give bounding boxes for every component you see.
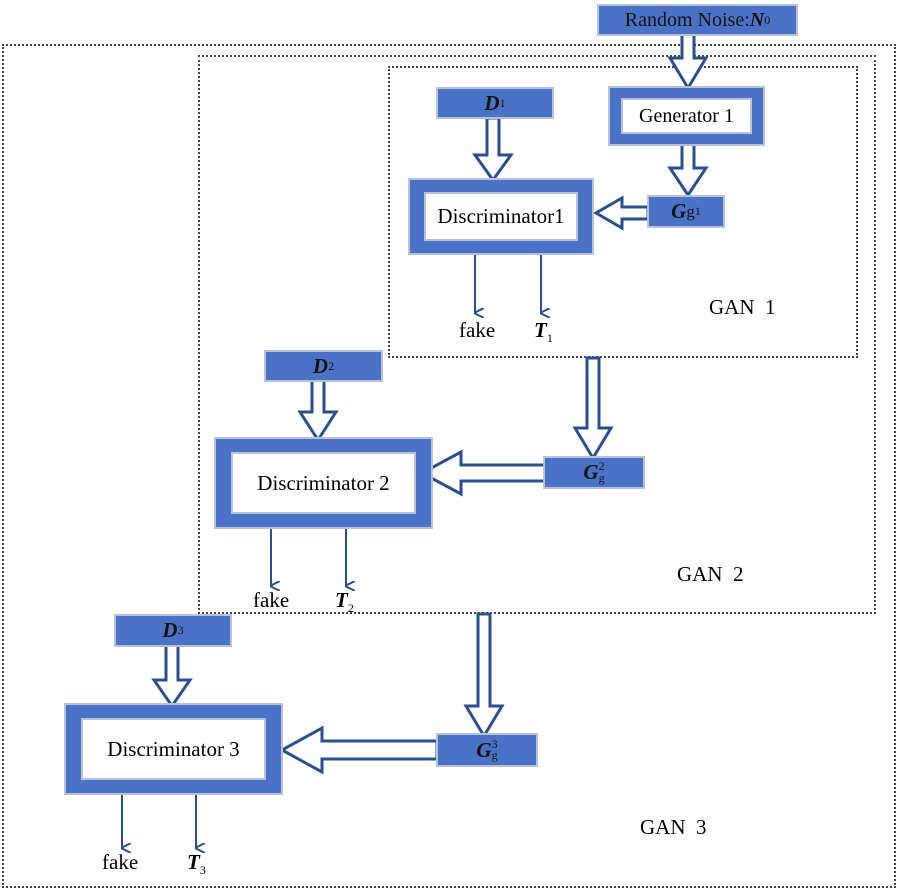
discriminator2-box: Discriminator 2 (214, 437, 433, 529)
discriminator1-label: Discriminator1 (437, 204, 565, 228)
generator1-label-box: Generator 1 (621, 98, 752, 134)
discriminator1-box: Discriminator1 (408, 178, 594, 255)
gan2-label: GAN 2 (677, 562, 744, 586)
noise-to-generator-arrow (667, 32, 709, 91)
discriminator1-label-box: Discriminator1 (424, 192, 578, 241)
disc1-fake-label: fake (459, 318, 496, 342)
discriminator2-label-box: Discriminator 2 (231, 452, 416, 514)
noise-symbol: N (749, 8, 765, 31)
random-noise-label: Random Noise: (624, 8, 750, 31)
gg2-to-discriminator2-arrow (418, 449, 547, 497)
d3-symbol: D (162, 618, 178, 642)
d1-sup: 1 (499, 95, 506, 110)
discriminator3-label: Discriminator 3 (107, 736, 240, 761)
gg3-symbol: G (476, 737, 492, 762)
gg3-sup: 3 (491, 736, 498, 751)
gg3-sub: g (491, 748, 498, 762)
disc2-fake-label: fake (253, 588, 290, 612)
gg1-to-discriminator1-arrow (592, 195, 650, 231)
gan2-to-gg3-arrow (463, 612, 505, 739)
d2-to-discriminator2-arrow (297, 378, 339, 443)
discriminator3-label-box: Discriminator 3 (81, 718, 266, 780)
generator1-to-gg1-arrow (667, 142, 709, 198)
t3-sub: 3 (199, 863, 206, 878)
d3-to-discriminator3-arrow (151, 643, 193, 709)
d1-symbol: D (484, 90, 500, 115)
generator1-label: Generator 1 (639, 104, 734, 127)
noise-sup: 0 (764, 12, 771, 27)
generator1-box: Generator 1 (608, 86, 765, 146)
disc3-true-label: T3 (187, 850, 206, 878)
d1-to-discriminator1-arrow (472, 116, 514, 183)
gg2-sup: 2 (598, 459, 605, 474)
t2-sub: 2 (347, 601, 354, 616)
gg1-sup: 1 (694, 204, 701, 218)
t1-symbol: T (534, 318, 547, 342)
d2-symbol: D (312, 353, 329, 378)
d3-sup: 3 (177, 623, 184, 637)
disc1-true-label: T1 (534, 318, 553, 346)
disc3-fake-label: fake (102, 850, 139, 874)
disc2-true-label: T2 (335, 588, 354, 616)
gg1-symbol: G (671, 199, 687, 223)
discriminator3-box: Discriminator 3 (64, 703, 283, 795)
t2-symbol: T (335, 588, 348, 612)
discriminator2-label: Discriminator 2 (257, 470, 390, 495)
t1-sub: 1 (546, 331, 553, 346)
gg1-sub: g (686, 201, 695, 221)
gan1-label: GAN 1 (709, 295, 776, 319)
gan1-frame (388, 66, 858, 358)
gan3-frame (2, 44, 896, 888)
gg2-sub: g (598, 470, 605, 485)
gan1-to-gg2-arrow (572, 356, 614, 461)
gg3-to-discriminator3-arrow (278, 725, 439, 775)
d2-sup: 2 (328, 358, 335, 373)
gan2-frame (198, 55, 876, 614)
gan3-label: GAN 3 (640, 815, 707, 839)
t3-symbol: T (187, 850, 200, 874)
gg2-symbol: G (583, 460, 599, 484)
